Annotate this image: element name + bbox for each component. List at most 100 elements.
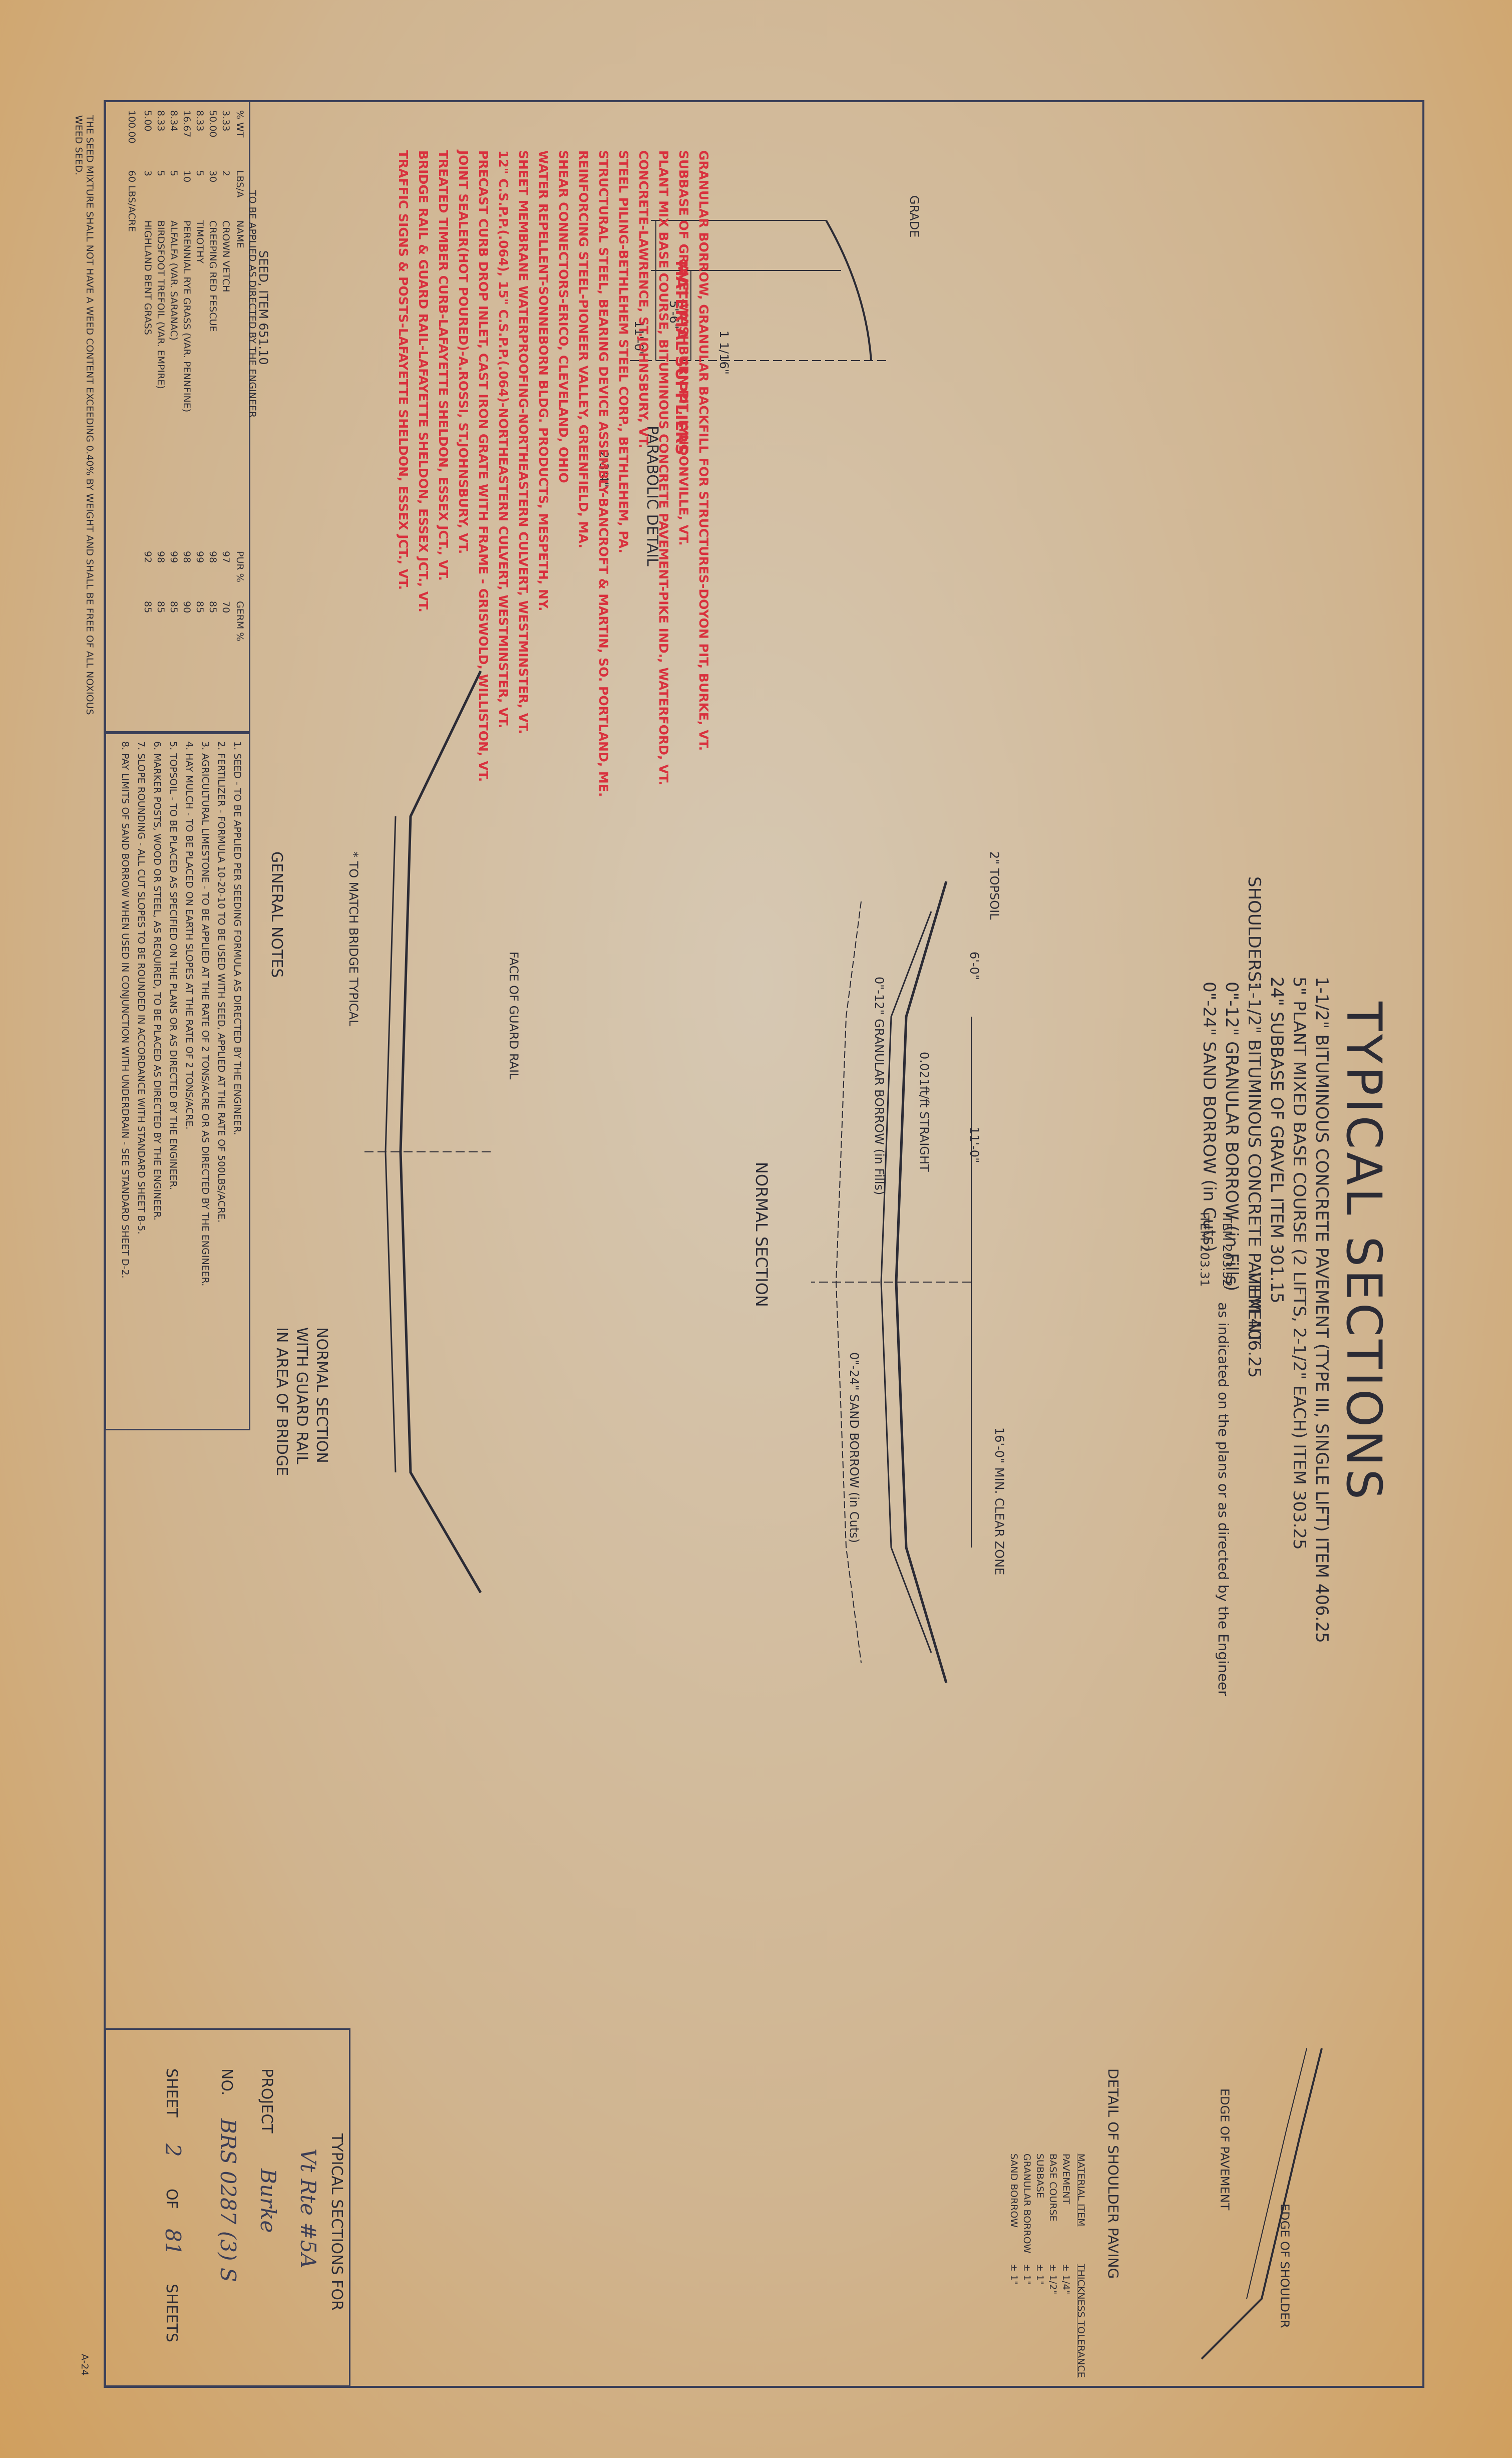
guard-rail-section-title-1: NORMAL SECTION: [313, 1327, 330, 1463]
shoulder-edge-pavement: EDGE OF PAVEMENT: [1218, 2088, 1232, 2211]
sheet-project-label: PROJECT: [258, 2068, 275, 2133]
seed-cell: 8.34: [168, 110, 179, 132]
tolerance-cell: SAND BORROW: [1008, 2154, 1019, 2228]
tolerance-header: THICKNESS TOLERANCE: [1075, 2264, 1086, 2378]
tolerance-cell: GRANULAR BORROW: [1021, 2154, 1032, 2254]
seed-cell: 8.33: [194, 110, 205, 132]
sheet-no-label: NO.: [218, 2068, 235, 2096]
seed-cell: 5: [168, 170, 179, 177]
tolerance-cell: PAVEMENT: [1060, 2154, 1071, 2205]
seed-caption: SEED, ITEM 651.10: [256, 250, 270, 365]
parabolic-mid-label: 1 1/16": [717, 331, 731, 375]
seed-cell: 8.33: [155, 110, 166, 132]
sheet-sheet-no: 2: [161, 2143, 185, 2157]
general-notes-title: GENERAL NOTES: [268, 851, 285, 978]
supplier-line: STEEL PILING-BETHLEHEM STEEL CORP., BETH…: [616, 150, 631, 553]
seed-cell: 98: [155, 551, 166, 563]
supplier-line: TREATED TIMBER CURB-LAFAYETTE SHELDON, E…: [436, 150, 451, 581]
seed-cell: 85: [142, 601, 153, 613]
seed-cell: 5: [194, 170, 205, 177]
normal-xslope-label: 0.021ft/ft STRAIGHT: [917, 1052, 931, 1172]
tolerance-cell: ± 1/2": [1047, 2264, 1058, 2295]
general-note-1: 1. SEED - TO BE APPLIED PER SEEDING FORM…: [232, 741, 243, 1135]
normal-section-drawing: [811, 881, 972, 1683]
supplier-line: PLANT MIX BASE COURSE, BITUMINOUS CONCRE…: [656, 150, 671, 786]
tolerance-cell: ± 1": [1008, 2264, 1019, 2285]
sheet-total: 81: [161, 2229, 185, 2256]
guard-rail-bridge-note: * TO MATCH BRIDGE TYPICAL: [346, 851, 360, 1027]
sheet-title-line1: TYPICAL SECTIONS FOR: [328, 2133, 345, 2311]
shoulders-label: SHOULDERS:: [1244, 876, 1264, 988]
sheet-route: Vt Rte #5A: [296, 2148, 320, 2269]
sheet-of-label: OF: [163, 2189, 180, 2209]
seed-cell: 85: [207, 601, 218, 613]
guard-rail-section-title-2: WITH GUARD RAIL: [293, 1327, 310, 1464]
item-ref-2: ITEM 203.31: [1198, 1212, 1212, 1287]
shoulder-paving-drawing: [1201, 2048, 1323, 2360]
sheet-code: A-24: [79, 2354, 90, 2376]
normal-borrow-cut: 0"-24" SAND BORROW (in Cuts): [847, 1352, 861, 1543]
guard-rail-section-drawing: [360, 670, 491, 1594]
seed-cell: ALFALFA (VAR. SARANAC): [168, 220, 179, 341]
tolerance-cell: ± 1/4": [1060, 2264, 1071, 2295]
seed-cell: 2: [220, 170, 231, 177]
seed-cell: 10: [181, 170, 192, 183]
general-note-8: 8. PAY LIMITS OF SAND BORROW WHEN USED I…: [120, 741, 131, 1279]
seed-cell: 92: [142, 551, 153, 563]
seed-cell: 85: [168, 601, 179, 613]
general-note-2: 2. FERTILIZER - FORMULA 10-20-10 TO BE U…: [216, 741, 227, 1223]
parabolic-grade-label: GRADE: [907, 195, 921, 238]
seed-cell: 50.00: [207, 110, 218, 138]
seed-cell: 3: [142, 170, 153, 177]
seed-header-cell: PUR %: [234, 551, 245, 582]
tolerance-cell: ± 1": [1021, 2264, 1032, 2285]
general-note-4: 4. HAY MULCH - TO BE PLACED ON EARTH SLO…: [184, 741, 195, 1130]
seed-total-cell: 60 LBS/ACRE: [126, 170, 137, 232]
normal-shoulder-label: 6'-0": [967, 952, 981, 980]
seed-cell: BIRDSFOOT TREFOIL (VAR. EMPIRE): [155, 220, 166, 389]
seed-cell: CREEPING RED FESCUE: [207, 220, 218, 332]
general-note-6: 6. MARKER POSTS, WOOD OR STEEL, AS REQUI…: [152, 741, 163, 1221]
sheet-number: BRS 0287 (3) S: [216, 2118, 240, 2282]
seed-cell: 97: [220, 551, 231, 563]
shoulder-item-no: ITEM 406.25: [1244, 1272, 1264, 1378]
seed-cell: 16.67: [181, 110, 192, 138]
seed-cell: CROWN VETCH: [220, 220, 231, 292]
tolerance-cell: ± 1": [1034, 2264, 1045, 2285]
shoulder-item-3: 0"-24" SAND BORROW (in Cuts): [1199, 982, 1219, 1252]
tolerance-header: MATERIAL ITEM: [1075, 2154, 1086, 2227]
seed-header-cell: GERM %: [234, 601, 245, 642]
seed-subcaption: TO BE APPLIED AS DIRECTED BY THE ENGINEE…: [247, 190, 258, 418]
normal-section-title: NORMAL SECTION: [752, 1162, 771, 1307]
sheet-project: Burke: [256, 2169, 280, 2233]
seed-footnote: THE SEED MIXTURE SHALL NOT HAVE A WEED C…: [73, 115, 95, 715]
brace-note: as indicated on the plans or as directed…: [1215, 1302, 1232, 1696]
seed-total-cell: 100.00: [126, 110, 137, 144]
page-title: TYPICAL SECTIONS: [1336, 1002, 1392, 1503]
general-note-5: 5. TOPSOIL - TO BE PLACED AS SPECIFIED O…: [168, 741, 179, 1190]
title-item-3: 24" SUBBASE OF GRAVEL ITEM 301.15: [1267, 977, 1287, 1304]
seed-cell: 99: [168, 551, 179, 563]
normal-clear-zone: 16'-0" MIN. CLEAR ZONE: [992, 1427, 1006, 1576]
supplier-line: SUBBASE OF GRAVEL-WASHBURN PIT, LYNDONVI…: [676, 150, 691, 546]
seed-cell: TIMOTHY: [194, 220, 205, 264]
seed-cell: 85: [194, 601, 205, 613]
seed-cell: PERENNIAL RYE GRASS (VAR. PENNFINE): [181, 220, 192, 413]
seed-cell: 5.00: [142, 110, 153, 132]
general-note-3: 3. AGRICULTURAL LIMESTONE - TO BE APPLIE…: [200, 741, 211, 1287]
supplier-line: CONCRETE-LAWRENCE, ST.JOHNSBURY, VT.: [636, 150, 651, 448]
title-item-2: 5" PLANT MIXED BASE COURSE (2 LIFTS, 2-1…: [1289, 977, 1309, 1550]
guard-rail-face-label: FACE OF GUARD RAIL: [507, 952, 521, 1080]
normal-lane-label: 11'-0": [967, 1127, 981, 1163]
seed-cell: 70: [220, 601, 231, 613]
supplier-line: WATER REPELLENT-SONNEBORN BLDG. PRODUCTS…: [536, 150, 551, 611]
title-item-1: 1-1/2" BITUMINOUS CONCRETE PAVEMENT (TYP…: [1312, 977, 1332, 1643]
seed-cell: 98: [207, 551, 218, 563]
general-note-7: 7. SLOPE ROUNDING - ALL CUT SLOPES TO BE…: [136, 741, 147, 1235]
supplier-line: GRANULAR BORROW, GRANULAR BACKFILL FOR S…: [696, 150, 711, 751]
seed-cell: 90: [181, 601, 192, 613]
seed-cell: 5: [155, 170, 166, 177]
seed-header-cell: % WT: [234, 110, 245, 138]
shoulder-paving-title: DETAIL OF SHOULDER PAVING: [1105, 2068, 1121, 2279]
